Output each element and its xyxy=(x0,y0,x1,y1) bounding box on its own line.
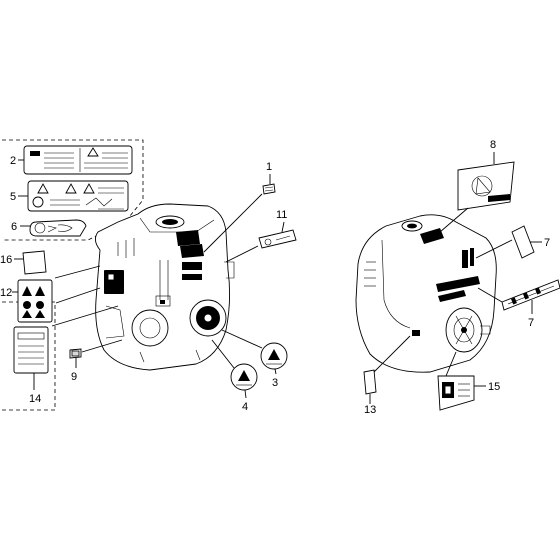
decal-3[interactable] xyxy=(260,342,288,370)
decal-4[interactable] xyxy=(230,363,258,391)
leader-11 xyxy=(439,152,495,233)
callout-9: 9 xyxy=(71,371,77,383)
label-group-border xyxy=(2,139,144,411)
decal-17[interactable] xyxy=(22,250,47,275)
callout-12: 11 xyxy=(276,209,287,221)
leader-7 xyxy=(477,287,533,314)
callout-16: 15 xyxy=(488,381,500,393)
decal-1[interactable] xyxy=(262,183,276,195)
leader-16 xyxy=(445,351,486,387)
callout-5: 5 xyxy=(10,191,16,203)
leader-15-engine xyxy=(51,305,119,327)
leader-13-engine xyxy=(55,287,101,304)
callout-3: 3 xyxy=(272,377,278,389)
leader-1 xyxy=(203,174,271,253)
leader-9 xyxy=(75,339,123,368)
callout-7: 7 xyxy=(528,317,534,329)
decal-9[interactable] xyxy=(69,348,82,359)
decal-14[interactable] xyxy=(363,369,377,395)
leader-4 xyxy=(211,329,263,399)
leader-17-engine xyxy=(54,265,101,279)
leader-3 xyxy=(274,368,277,375)
callout-14: 13 xyxy=(364,404,376,416)
callout-4: 4 xyxy=(242,401,248,413)
leader-8 xyxy=(475,239,542,259)
decal-2[interactable] xyxy=(23,145,133,175)
decal-13[interactable] xyxy=(17,279,53,323)
decal-7[interactable] xyxy=(501,279,560,311)
leader-14 xyxy=(369,335,411,404)
decal-11[interactable] xyxy=(457,161,515,211)
callout-15: 14 xyxy=(29,393,41,405)
callout-6: 6 xyxy=(11,221,17,233)
decal-16[interactable] xyxy=(437,375,475,411)
callout-8: 7 xyxy=(544,237,550,249)
callout-1: 1 xyxy=(266,161,272,173)
callout-17: 16 xyxy=(0,254,12,266)
callout-2: 2 xyxy=(10,155,16,167)
decal-8[interactable] xyxy=(511,225,535,259)
callout-13: 12 xyxy=(0,287,12,299)
engine-left xyxy=(95,203,235,371)
decal-5[interactable] xyxy=(27,180,129,212)
decal-12[interactable] xyxy=(258,229,297,249)
callout-11: 8 xyxy=(490,139,496,151)
engine-right xyxy=(355,214,497,373)
decal-15[interactable] xyxy=(13,326,49,374)
decal-6[interactable] xyxy=(29,219,87,237)
leader-12 xyxy=(225,221,285,263)
